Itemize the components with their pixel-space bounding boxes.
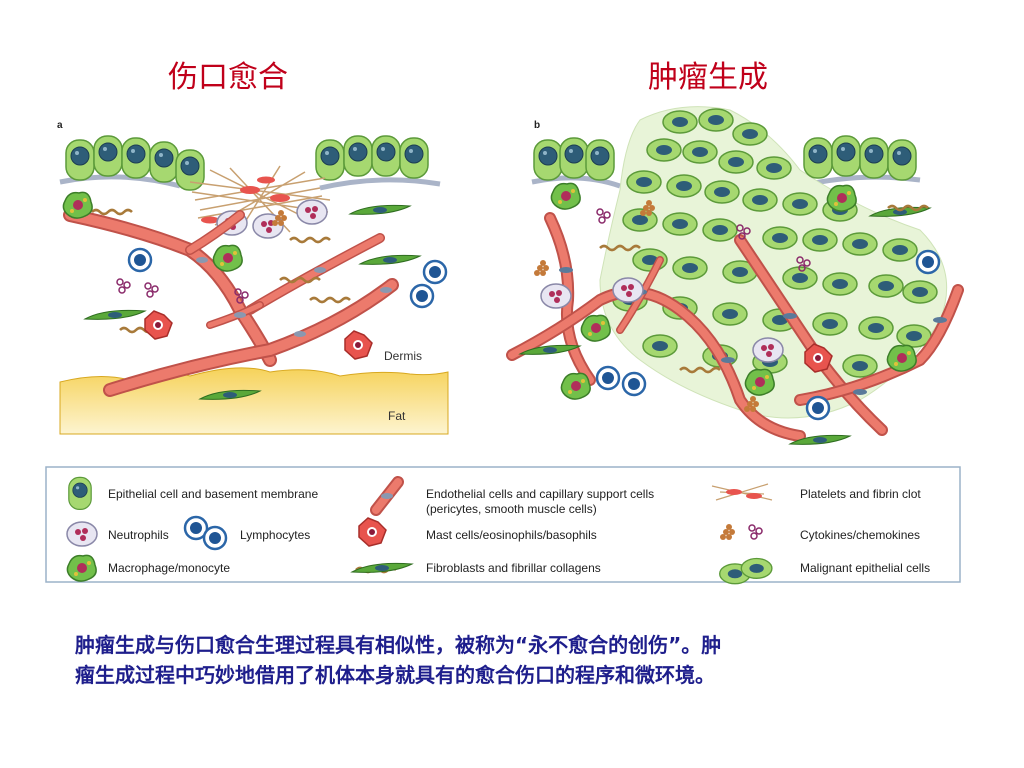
wound-healing-title: 伤口愈合 <box>168 60 288 95</box>
legend-label-malignant: Malignant epithelial cells <box>800 561 930 575</box>
legend-item-epithelial: Epithelial cell and basement membrane <box>68 476 318 510</box>
legend-label-endothelial-1: Endothelial cells and capillary support … <box>426 487 654 501</box>
epithelial-row-right <box>315 135 429 181</box>
panel-a-letter: a <box>57 120 63 131</box>
legend-label-neutrophils: Neutrophils <box>108 528 169 542</box>
blood-vessels-a <box>63 208 399 397</box>
legend-label-mast: Mast cells/eosinophils/basophils <box>426 528 597 542</box>
epithelial-row-left <box>65 135 205 191</box>
dermis-label: Dermis <box>384 349 422 363</box>
legend-label-cytokines: Cytokines/chemokines <box>800 528 920 542</box>
caption-line-1: 肿瘤生成与伤口愈合生理过程具有相似性，被称为“永不愈合的创伤”。肿 <box>75 633 722 657</box>
legend-item-neutrophils: Neutrophils <box>66 521 169 547</box>
pericytes-a <box>196 257 392 337</box>
panel-b-tumorigenesis: b <box>506 106 964 445</box>
tumorigenesis-title: 肿瘤生成 <box>648 60 768 95</box>
panel-a-wound-healing: a Fat Dermis <box>57 120 449 435</box>
fat-label: Fat <box>388 409 406 423</box>
legend-item-endothelial: Endothelial cells and capillary support … <box>370 476 654 516</box>
epithelial-row-b-left <box>533 137 615 181</box>
basement-membrane-a <box>59 174 441 191</box>
legend-item-fibroblasts: Fibroblasts and fibrillar collagens <box>351 561 601 575</box>
legend-label-epithelial: Epithelial cell and basement membrane <box>108 487 318 501</box>
caption: 肿瘤生成与伤口愈合生理过程具有相似性，被称为“永不愈合的创伤”。肿 瘤生成过程中… <box>75 630 955 690</box>
panel-b-letter: b <box>534 120 540 131</box>
comparison-figure: a Fat Dermis <box>45 106 964 585</box>
fat-layer <box>59 367 449 435</box>
legend-item-malignant: Malignant epithelial cells <box>719 557 930 585</box>
epithelial-row-b-right <box>803 135 917 181</box>
legend-item-lymphocytes: Lymphocytes <box>183 515 310 551</box>
legend-label-macrophage: Macrophage/monocyte <box>108 561 230 575</box>
legend: Epithelial cell and basement membrane Ne… <box>45 466 961 585</box>
legend-label-endothelial-2: (pericytes, smooth muscle cells) <box>426 502 597 516</box>
fibrin-clot <box>189 165 331 233</box>
legend-label-fibroblasts: Fibroblasts and fibrillar collagens <box>426 561 601 575</box>
legend-label-platelets: Platelets and fibrin clot <box>800 487 921 501</box>
legend-item-platelets: Platelets and fibrin clot <box>711 483 921 501</box>
legend-item-cytokines: Cytokines/chemokines <box>720 524 920 542</box>
caption-line-2: 瘤生成过程中巧妙地借用了机体本身就具有的愈合伤口的程序和微环境。 <box>75 663 715 687</box>
platelets-a <box>201 176 290 224</box>
legend-label-lymphocytes: Lymphocytes <box>240 528 310 542</box>
legend-item-mast: Mast cells/eosinophils/basophils <box>358 517 597 547</box>
legend-item-macrophage: Macrophage/monocyte <box>66 554 230 582</box>
